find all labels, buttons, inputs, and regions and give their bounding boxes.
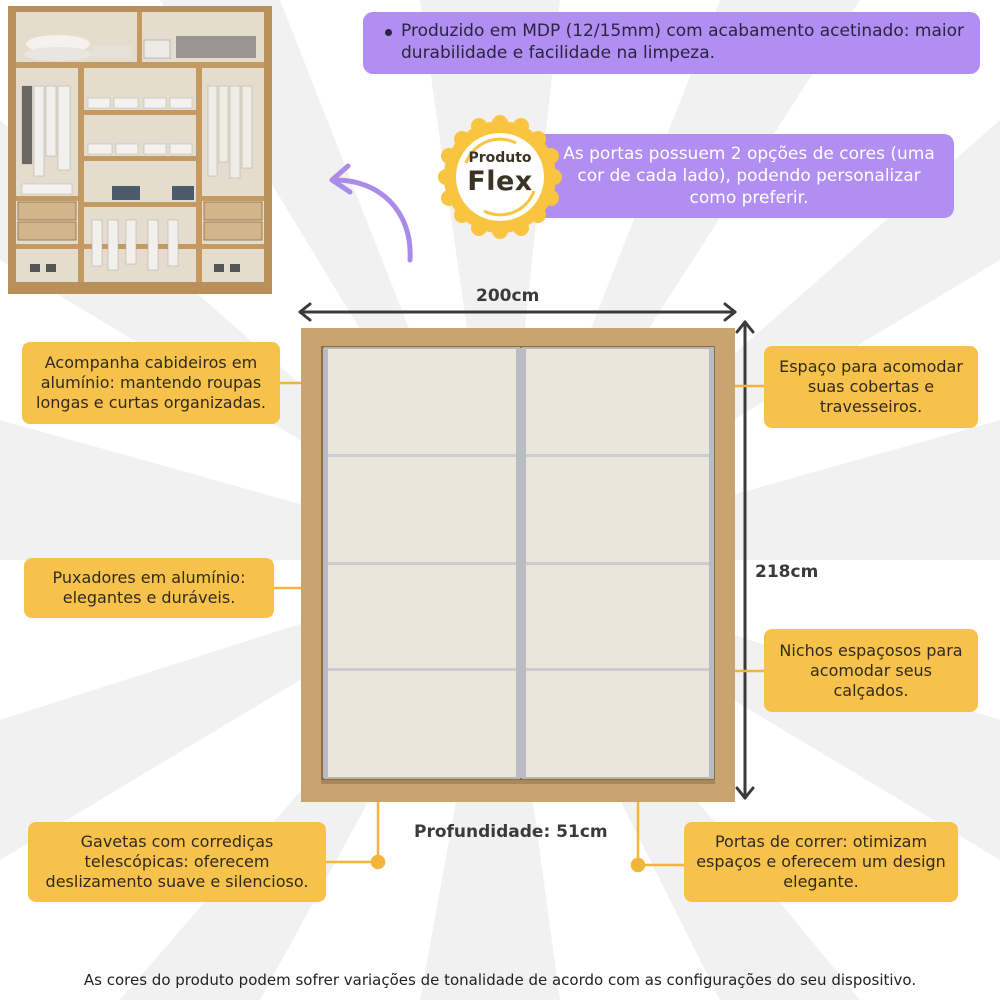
width-label: 200cm	[476, 286, 540, 306]
curved-arrow-icon	[329, 163, 413, 263]
callout-handles-text: Puxadores em alumínio: elegantes e duráv…	[52, 568, 246, 607]
callout-blankets: Espaço para acomodar suas cobertas e tra…	[764, 346, 978, 428]
color-options-text: As portas possuem 2 opções de cores (uma…	[563, 144, 935, 208]
wardrobe-front-image	[301, 328, 735, 802]
produto-flex-badge	[438, 115, 562, 239]
callout-shoes: Nichos espaçosos para acomodar seus calç…	[764, 629, 978, 712]
badge-label-flex: Flex	[467, 166, 533, 197]
material-note-text: Produzido em MDP (12/15mm) com acabament…	[401, 21, 964, 63]
material-note: Produzido em MDP (12/15mm) com acabament…	[363, 12, 980, 74]
callout-hangers-text: Acompanha cabideiros em alumínio: manten…	[36, 353, 266, 412]
callout-hangers: Acompanha cabideiros em alumínio: manten…	[22, 342, 280, 424]
callout-handles: Puxadores em alumínio: elegantes e duráv…	[24, 558, 274, 618]
callout-blankets-text: Espaço para acomodar suas cobertas e tra…	[779, 357, 963, 416]
depth-label: Profundidade: 51cm	[414, 822, 608, 842]
color-disclaimer: As cores do produto podem sofrer variaçõ…	[83, 971, 917, 989]
badge-label-produto: Produto	[468, 150, 532, 166]
callout-doors: Portas de correr: otimizam espaços e ofe…	[684, 822, 958, 902]
color-options-note: As portas possuem 2 opções de cores (uma…	[528, 134, 954, 218]
bullet-icon	[385, 29, 392, 36]
callout-doors-text: Portas de correr: otimizam espaços e ofe…	[696, 832, 946, 891]
callout-drawers: Gavetas com corrediças telescópicas: ofe…	[28, 822, 326, 902]
height-label: 218cm	[755, 562, 819, 582]
callout-drawers-text: Gavetas com corrediças telescópicas: ofe…	[45, 832, 309, 891]
callout-shoes-text: Nichos espaçosos para acomodar seus calç…	[779, 640, 963, 700]
wardrobe-interior-image	[8, 6, 272, 294]
